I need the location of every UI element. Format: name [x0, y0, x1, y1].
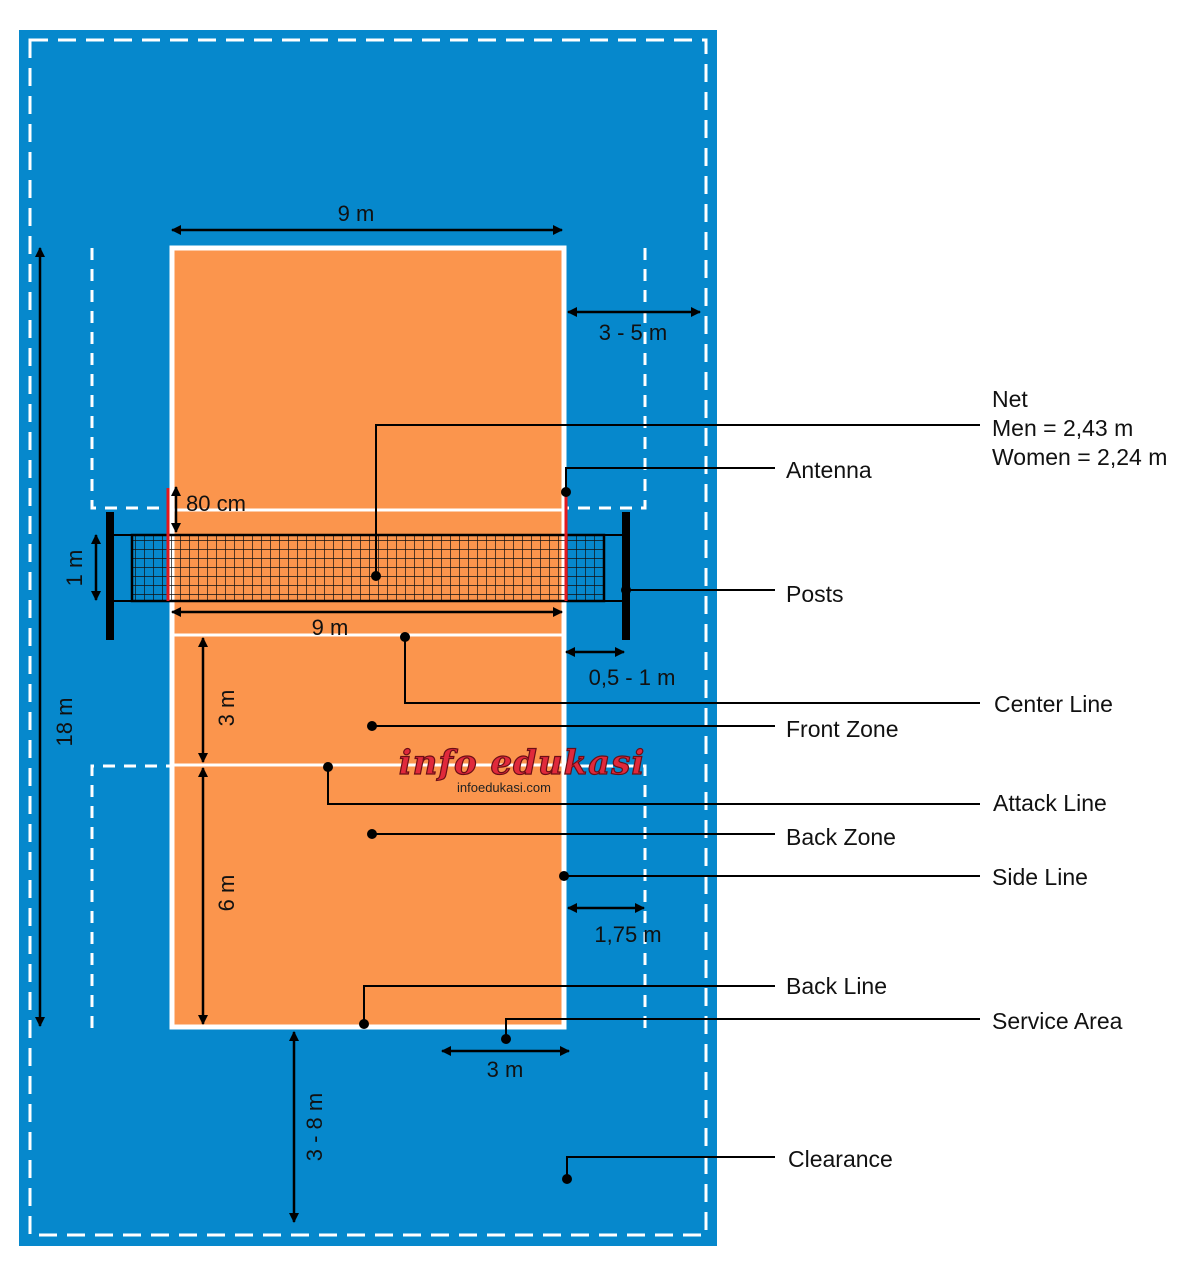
dim-front-zone: 3 m — [214, 690, 239, 727]
leader-lines — [327, 424, 980, 1179]
dimension-arrows — [35, 225, 701, 1223]
net — [130, 533, 606, 603]
dim-antenna-height: 80 cm — [186, 491, 246, 516]
dim-post-distance: 0,5 - 1 m — [589, 665, 676, 690]
watermark-logo: info edukasi infoedukasi.com — [398, 742, 646, 795]
label-back-line: Back Line — [786, 973, 887, 999]
dim-court-length: 18 m — [52, 698, 77, 747]
dim-back-zone: 6 m — [214, 875, 239, 912]
label-clearance: Clearance — [788, 1146, 893, 1172]
label-net: Net — [992, 386, 1028, 412]
watermark-brand: info edukasi — [399, 743, 646, 783]
label-center-line: Center Line — [994, 691, 1113, 717]
free-zone-boundary — [28, 38, 708, 1237]
dim-service-width: 3 m — [487, 1057, 524, 1082]
dim-net-height: 1 m — [62, 550, 87, 587]
label-service-area: Service Area — [992, 1008, 1123, 1034]
label-antenna: Antenna — [786, 457, 872, 483]
dim-net-width: 9 m — [312, 615, 349, 640]
watermark-site: infoedukasi.com — [457, 780, 551, 795]
label-front-zone: Front Zone — [786, 716, 899, 742]
label-posts: Posts — [786, 581, 844, 607]
label-net-men: Men = 2,43 m — [992, 415, 1133, 441]
label-side-line: Side Line — [992, 864, 1088, 890]
dim-service-side: 1,75 m — [594, 922, 661, 947]
dim-court-width: 9 m — [338, 201, 375, 226]
label-back-zone: Back Zone — [786, 824, 896, 850]
court-surface — [169, 245, 567, 1030]
leader-dots — [323, 487, 631, 1184]
label-attack-line: Attack Line — [993, 790, 1107, 816]
dim-back-clearance: 3 - 8 m — [302, 1093, 327, 1161]
dim-free-zone-side: 3 - 5 m — [599, 320, 667, 345]
label-net-women: Women = 2,24 m — [992, 444, 1167, 470]
dashed-zone-lines — [90, 248, 647, 1028]
